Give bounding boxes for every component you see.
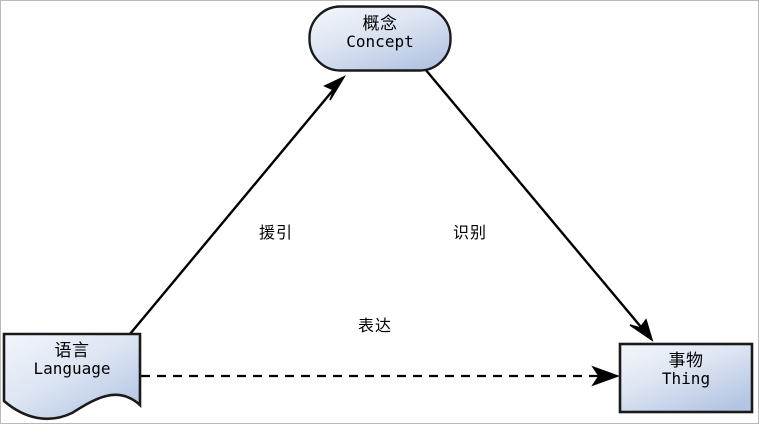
- node-concept[interactable]: [308, 5, 452, 72]
- edge-label-concept-to-thing: 识别: [453, 223, 488, 242]
- edge-language-to-thing: [141, 365, 621, 387]
- edge-label-language-to-concept: 援引: [259, 223, 294, 242]
- edge-label-language-to-thing: 表达: [358, 316, 393, 335]
- node-language[interactable]: [2, 332, 142, 421]
- edge-language-to-concept: [129, 75, 347, 335]
- node-thing[interactable]: [618, 342, 754, 414]
- edge-concept-to-thing: [424, 68, 654, 342]
